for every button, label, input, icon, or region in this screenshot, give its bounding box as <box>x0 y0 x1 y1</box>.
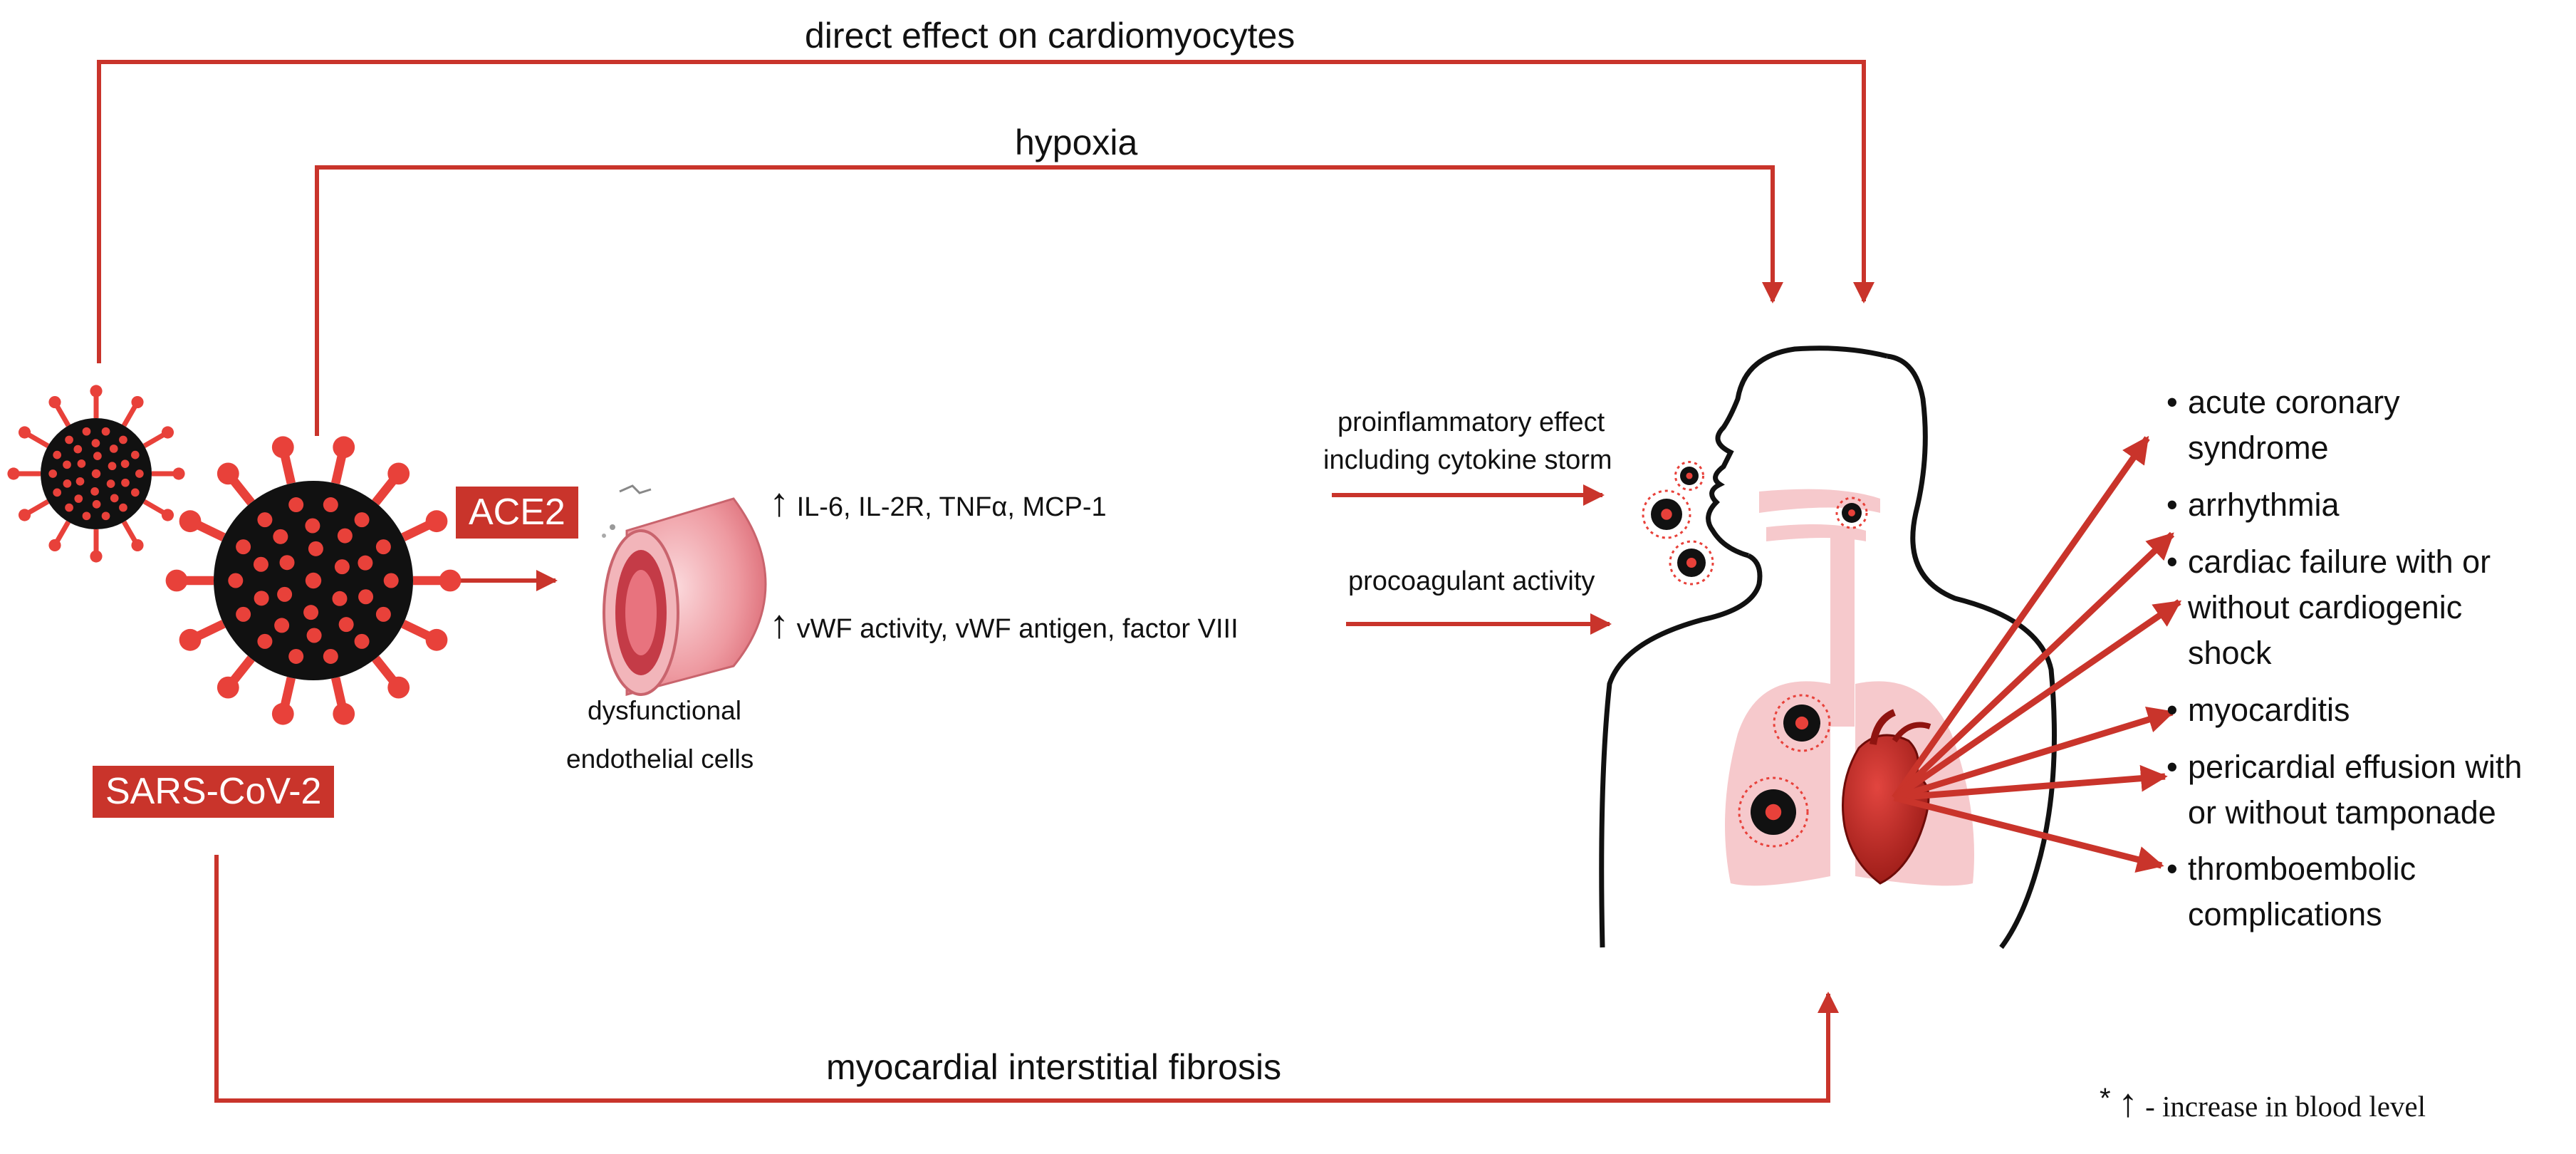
procoagulant-label: procoagulant activity <box>1348 566 1595 596</box>
increase-arrow-icon: ↑ <box>769 601 789 646</box>
cytokine-markers: ↑ IL-6, IL-2R, TNFα, MCP-1 <box>769 482 1107 524</box>
title-direct-effect: direct effect on cardiomyocytes <box>805 16 1295 56</box>
endothelium-caption-line2: endothelial cells <box>566 744 754 774</box>
proinflammatory-line1: proinflammatory effect <box>1337 407 1605 437</box>
virion-particles <box>1642 461 1868 848</box>
sars-cov-2-label: SARS-CoV-2 <box>93 766 335 818</box>
legend-note: * ↑ - increase in blood level <box>2100 1083 2426 1123</box>
endothelium-caption-line1: dysfunctional <box>588 696 741 725</box>
legend-arrow-icon: ↑ <box>2117 1080 2138 1125</box>
virus-large-icon <box>165 436 462 725</box>
title-fibrosis: myocardial interstitial fibrosis <box>826 1047 1282 1087</box>
path-fibrosis <box>214 855 1839 1103</box>
outcome-pericardial-effusion: •pericardial effusion with or without ta… <box>2166 749 2523 831</box>
blood-vessel-icon <box>602 484 767 696</box>
outcome-arrhythmia: •arrhythmia <box>2166 487 2340 523</box>
virus-small-icon <box>7 385 185 563</box>
outcome-thromboembolic: •thromboembolic complications <box>2166 851 2416 932</box>
proinflammatory-line2: including cytokine storm <box>1323 445 1612 475</box>
cytokine-markers-text: IL-6, IL-2R, TNFα, MCP-1 <box>796 492 1107 522</box>
increase-arrow-icon: ↑ <box>769 479 789 524</box>
title-hypoxia: hypoxia <box>1015 123 1138 162</box>
path-hypoxia <box>315 165 1783 436</box>
legend-text: - increase in blood level <box>2145 1090 2426 1123</box>
coagulation-markers-text: vWF activity, vWF antigen, factor VIII <box>796 614 1239 644</box>
human-body-outline <box>1599 345 2057 950</box>
coagulation-markers: ↑ vWF activity, vWF antigen, factor VIII <box>769 604 1239 645</box>
outcome-myocarditis: •myocarditis <box>2166 692 2350 728</box>
legend-star: * <box>2100 1083 2111 1114</box>
outcome-arrows <box>1892 435 2182 873</box>
ace2-label: ACE2 <box>456 487 578 539</box>
outcome-acute-coronary: •acute coronary syndrome <box>2166 384 2400 466</box>
outcome-cardiac-failure: •cardiac failure with or without cardiog… <box>2166 544 2491 671</box>
path-direct-effect <box>97 60 1874 363</box>
